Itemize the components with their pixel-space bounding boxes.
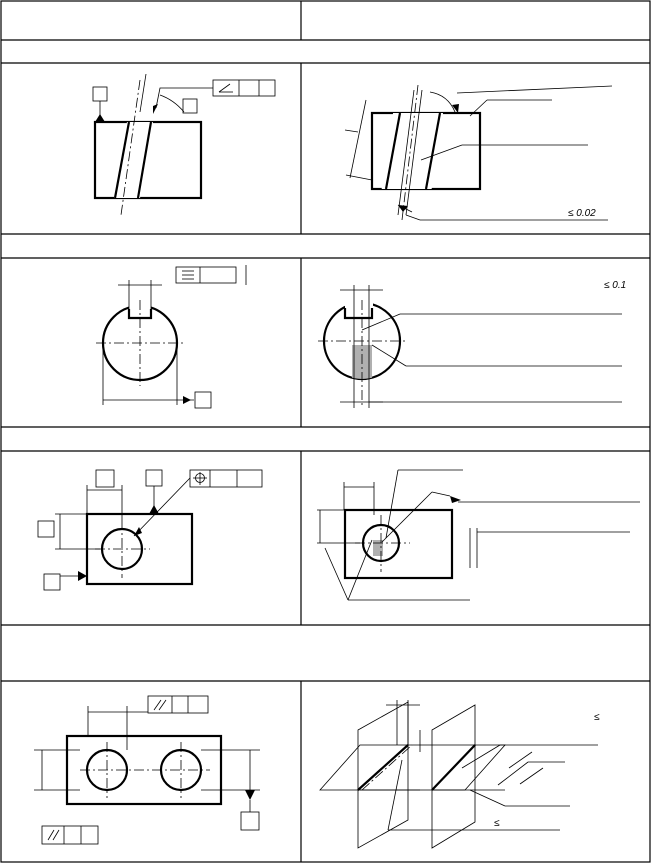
symmetry-drawing [96, 265, 247, 409]
le-symbol-1: ≤ [594, 712, 600, 723]
tolerance-value-label-2: ≤ 0.1 [604, 280, 626, 291]
position-zone-drawing [317, 469, 640, 601]
parallelism-zone-drawing: ≤ ≤ [319, 700, 600, 849]
symmetry-zone-drawing: ≤ 0.1 [318, 280, 626, 408]
angularity-drawing [92, 73, 276, 216]
le-symbol-2: ≤ [494, 818, 500, 829]
parallelism-drawing [34, 695, 260, 845]
tolerance-value-label: ≤ 0.02 [568, 208, 596, 219]
position-drawing [37, 469, 263, 591]
angularity-zone-drawing: ≤ 0.02 [344, 84, 613, 221]
